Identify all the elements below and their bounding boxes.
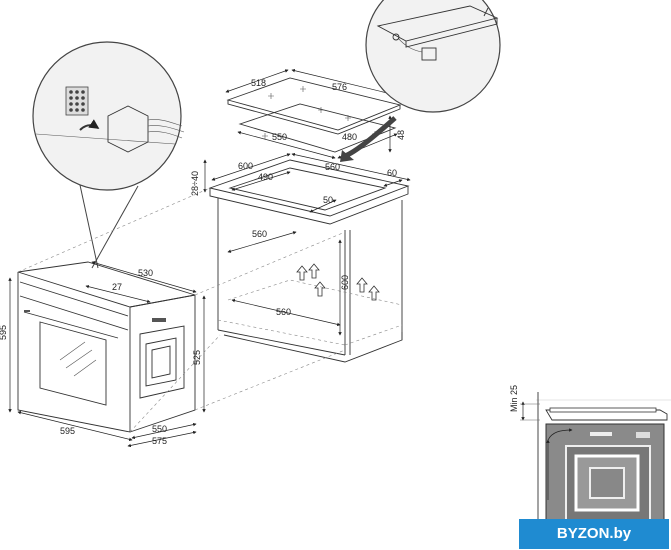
connector-magnifier-right [340, 0, 501, 162]
oven-body-height-dim: 525 [192, 350, 202, 365]
cabinet-width-dim: 600 [238, 161, 253, 171]
cabinet-drawing: 28÷40 600 560 490 60 50 560 600 560 [190, 152, 411, 363]
hob-height-dim: 48 [396, 130, 406, 140]
cabinet-vent-dim: 50 [323, 195, 333, 205]
oven-width-dim: 595 [60, 426, 75, 436]
hob-width-dim: 518 [251, 78, 266, 88]
cabinet-depth-dim: 560 [325, 162, 340, 172]
hob-cutout-depth-dim: 480 [342, 132, 357, 142]
cabinet-gap-dim: 28÷40 [190, 171, 200, 196]
oven-front-dim: 27 [112, 282, 122, 292]
connector-magnifier-left [32, 41, 185, 269]
oven-body-depth-dim: 550 [152, 424, 167, 434]
cabinet-niche-width-dim: 560 [252, 229, 267, 239]
section-detail: Min 25 [509, 385, 671, 540]
oven-depth-dim: 530 [138, 268, 153, 278]
cabinet-niche-height-dim: 600 [340, 275, 350, 290]
hob-cutout-width-dim: 550 [272, 132, 287, 142]
oven-drawing: 530 27 595 525 595 550 575 [0, 261, 206, 448]
cabinet-edge-dim: 60 [387, 168, 397, 178]
oven-total-depth-dim: 575 [152, 436, 167, 446]
projection-lines [17, 187, 346, 433]
hob-drawing: 518 576 550 480 48 [225, 68, 406, 159]
watermark-logo: BYZON.by [519, 519, 669, 549]
min-clearance-label: Min 25 [509, 385, 519, 412]
hob-depth-dim: 576 [332, 82, 347, 92]
cabinet-cutout-dim: 490 [258, 172, 273, 182]
cabinet-niche-depth-dim: 560 [276, 307, 291, 317]
oven-height-dim: 595 [0, 325, 8, 340]
